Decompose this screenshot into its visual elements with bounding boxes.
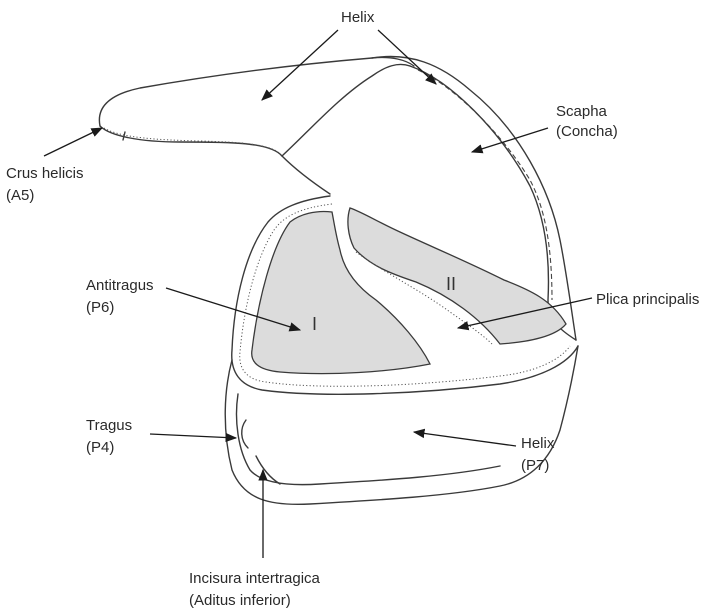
plica-label: Plica principalis	[596, 291, 699, 308]
crus-helicis-label: Crus helicis	[6, 165, 84, 182]
antitragus-label: Antitragus	[86, 277, 154, 294]
tragus-arrow	[150, 434, 236, 438]
helix-bottom-code: (P7)	[521, 457, 549, 474]
region-two-label: II	[446, 274, 456, 294]
lower-body-inner	[237, 394, 501, 485]
tragus-edge	[242, 420, 248, 448]
scapha-label: Scapha	[556, 103, 608, 120]
crus-helicis-dotted-line	[104, 128, 278, 152]
helix-bottom-arrow	[414, 432, 516, 446]
upper-flap-lower-edge	[100, 126, 330, 194]
upper-helix-flap	[99, 57, 414, 126]
scapha-sub-label: (Concha)	[556, 123, 618, 140]
incisura-edge	[256, 456, 280, 484]
crus-helicis-code: (A5)	[6, 187, 34, 204]
upper-flap-inner-edge	[282, 64, 410, 156]
tragus-code: (P4)	[86, 439, 114, 456]
helix-top-arrow-left	[262, 30, 338, 100]
helix-bottom-label: Helix	[521, 435, 555, 452]
region-one-label: I	[312, 314, 317, 334]
crus-helicis-tick	[123, 132, 125, 140]
tragus-label: Tragus	[86, 417, 132, 434]
incisura-label: Incisura intertragica	[189, 570, 321, 587]
crus-helicis-arrow	[44, 128, 102, 156]
incisura-sub-label: (Aditus inferior)	[189, 592, 291, 609]
antitragus-code: (P6)	[86, 299, 114, 316]
helix-top-label: Helix	[341, 9, 375, 26]
